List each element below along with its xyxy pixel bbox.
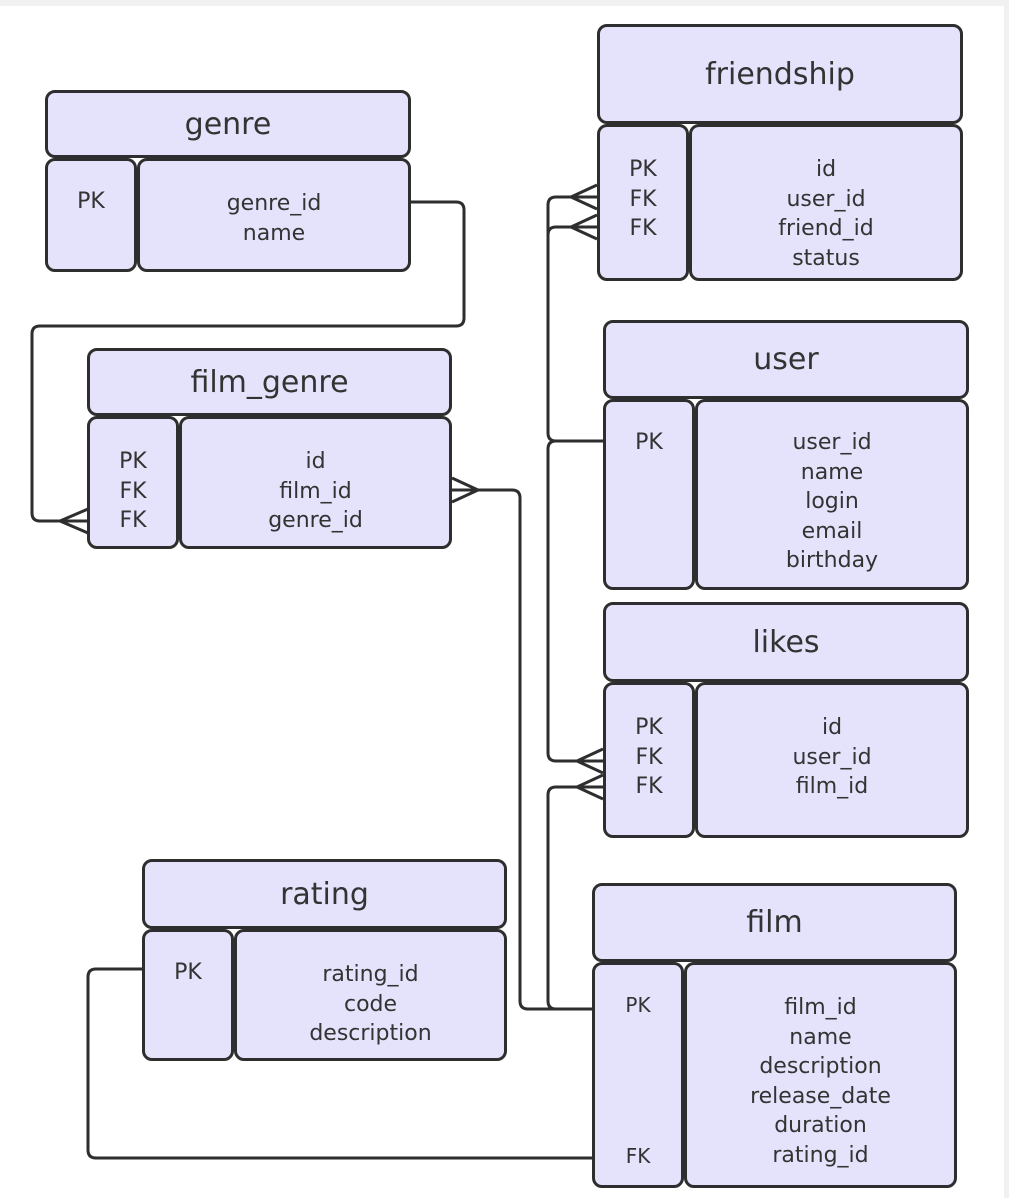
key-column: PK <box>603 399 695 590</box>
key-label: PK <box>635 430 663 455</box>
key-label: PK <box>174 960 202 985</box>
link-user-likes <box>546 439 603 763</box>
entity-title: genre <box>45 90 411 158</box>
key-label: PK <box>629 157 657 182</box>
key-label: FK <box>119 478 147 504</box>
field: film_id <box>795 774 869 799</box>
crowfoot-film-genre-genre <box>59 507 89 535</box>
key-column: PK <box>142 929 234 1061</box>
field: genre_id <box>268 508 363 533</box>
field-list: genre_id name <box>137 158 411 272</box>
link-rating-film <box>86 967 592 1160</box>
entity-title: rating <box>142 859 507 929</box>
key-label: FK <box>629 216 657 241</box>
key-label: PK <box>77 189 105 214</box>
key-label: PK <box>635 715 663 740</box>
field: friend_id <box>778 216 874 241</box>
field: genre_id <box>226 191 322 216</box>
entity-title: film_genre <box>87 348 452 416</box>
link-user-friendship-friend-id <box>546 225 597 433</box>
field: description <box>759 1054 882 1079</box>
field: id <box>815 157 837 182</box>
crowfoot-likes-film <box>576 773 604 801</box>
key-label: PK <box>625 993 651 1017</box>
field: film_id <box>784 995 857 1020</box>
key-label: FK <box>635 744 663 770</box>
key-column: PK FK FK <box>597 124 689 281</box>
key-column: PK FK <box>592 962 684 1188</box>
crowfoot-film-genre-film <box>451 476 479 504</box>
field: release_date <box>750 1083 891 1109</box>
field-list: id user_id friend_id status <box>689 124 963 281</box>
link-user-friendship-user-id <box>546 195 603 443</box>
field: code <box>343 991 398 1017</box>
field-list: user_id name login email birthday <box>695 399 969 590</box>
field: rating_id <box>772 1142 869 1168</box>
crowfoot-friendship-friend-id <box>570 213 598 241</box>
field: status <box>792 245 860 271</box>
field-list: id user_id film_id <box>695 682 969 838</box>
field-list: id film_id genre_id <box>179 416 452 549</box>
key-column: PK FK FK <box>87 416 179 549</box>
field: login <box>805 489 859 514</box>
er-diagram-canvas: genre PK genre_id name film_genre PK FK … <box>0 6 1004 1198</box>
link-film-film-genre <box>452 488 592 1011</box>
link-film-likes <box>546 785 603 1011</box>
field: user_id <box>792 430 872 455</box>
key-label: FK <box>625 1143 651 1168</box>
entity-title: user <box>603 320 969 399</box>
link-genre-film-genre <box>30 200 466 523</box>
field: user_id <box>786 186 866 212</box>
key-label: FK <box>635 774 663 799</box>
field: email <box>801 518 863 544</box>
field-list: film_id name description release_date du… <box>684 962 957 1188</box>
field: id <box>821 715 843 740</box>
key-label: FK <box>119 508 147 533</box>
key-column: PK <box>45 158 137 272</box>
field: film_id <box>279 478 352 504</box>
crowfoot-friendship-user-id <box>570 183 598 211</box>
field-list: rating_id code description <box>234 929 507 1061</box>
field: name <box>789 1024 852 1050</box>
key-label: FK <box>629 186 657 212</box>
key-column: PK FK FK <box>603 682 695 838</box>
entity-title: friendship <box>597 24 963 124</box>
field: name <box>800 459 864 485</box>
field: rating_id <box>322 962 419 987</box>
field: duration <box>774 1113 867 1138</box>
relationship-lines <box>30 183 604 1160</box>
field: id <box>305 449 326 474</box>
field: name <box>242 220 306 246</box>
field: user_id <box>792 744 872 770</box>
field: description <box>309 1021 432 1046</box>
entity-title: film <box>592 883 957 962</box>
field: birthday <box>785 548 879 573</box>
key-label: PK <box>119 449 147 474</box>
crowfoot-likes-user <box>576 747 604 775</box>
entity-title: likes <box>603 602 969 682</box>
